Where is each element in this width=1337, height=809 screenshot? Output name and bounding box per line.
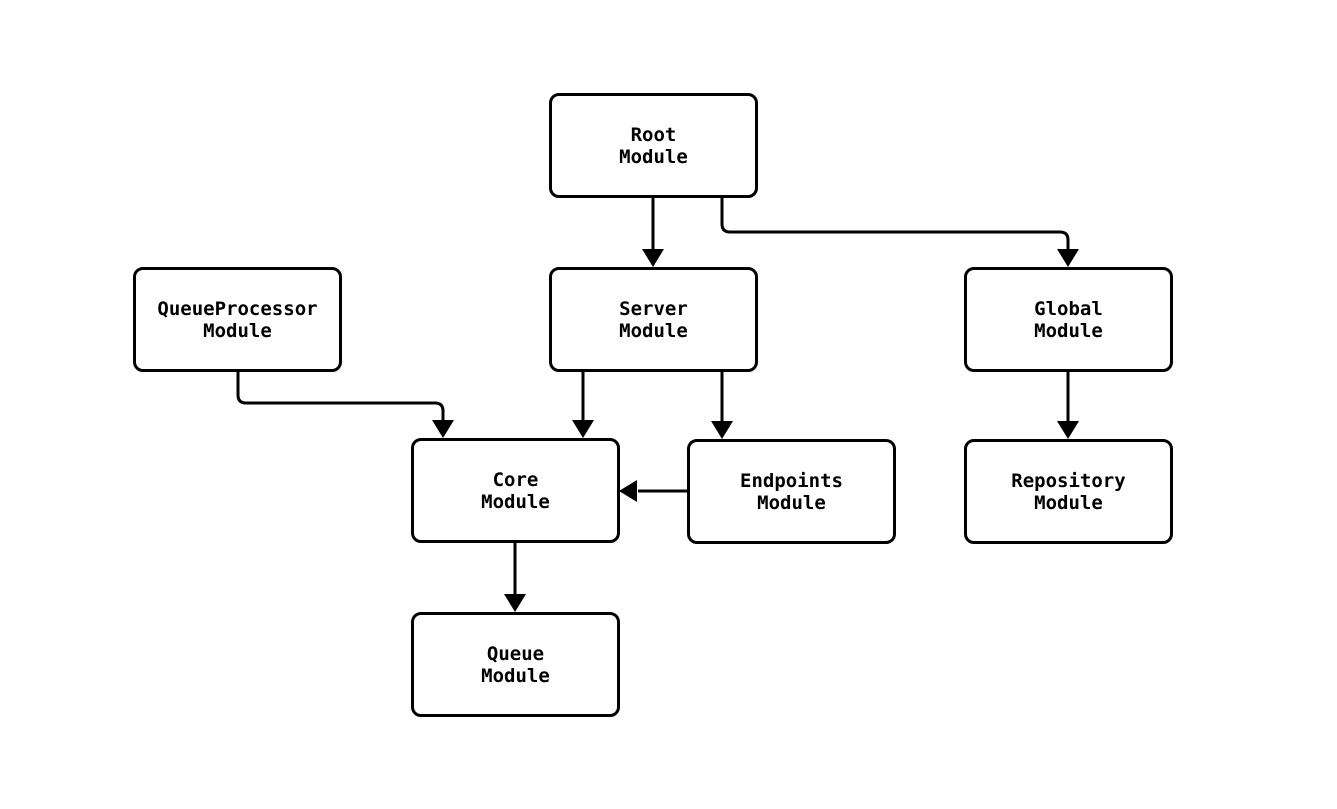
arrowhead-root-server-icon	[642, 249, 664, 267]
arrowhead-server-core-icon	[572, 420, 594, 438]
node-global-module: Global Module	[964, 267, 1173, 372]
node-server-module: Server Module	[549, 267, 758, 372]
node-repository-module: Repository Module	[964, 439, 1173, 544]
arrowhead-endpoints-core-icon	[619, 480, 637, 502]
node-repository-module-label: Repository Module	[1011, 469, 1126, 514]
arrowhead-server-endpoints-icon	[711, 421, 733, 439]
node-endpoints-module-label: Endpoints Module	[740, 469, 843, 514]
node-root-module-label: Root Module	[619, 123, 688, 168]
node-queueprocessor-module-label: QueueProcessor Module	[157, 297, 318, 342]
arrowhead-root-global-icon	[1057, 249, 1079, 267]
node-queueprocessor-module: QueueProcessor Module	[133, 267, 342, 372]
node-core-module-label: Core Module	[481, 468, 550, 513]
arrowhead-queueprocessor-core-icon	[432, 420, 454, 438]
node-endpoints-module: Endpoints Module	[687, 439, 896, 544]
edge-root-global	[720, 198, 1070, 250]
node-queue-module: Queue Module	[411, 612, 620, 717]
node-global-module-label: Global Module	[1034, 297, 1103, 342]
arrowhead-core-queue-icon	[504, 594, 526, 612]
edge-queueprocessor-core	[236, 372, 445, 421]
node-core-module: Core Module	[411, 438, 620, 543]
node-queue-module-label: Queue Module	[481, 642, 550, 687]
node-root-module: Root Module	[549, 93, 758, 198]
node-server-module-label: Server Module	[619, 297, 688, 342]
arrowhead-global-repository-icon	[1057, 421, 1079, 439]
